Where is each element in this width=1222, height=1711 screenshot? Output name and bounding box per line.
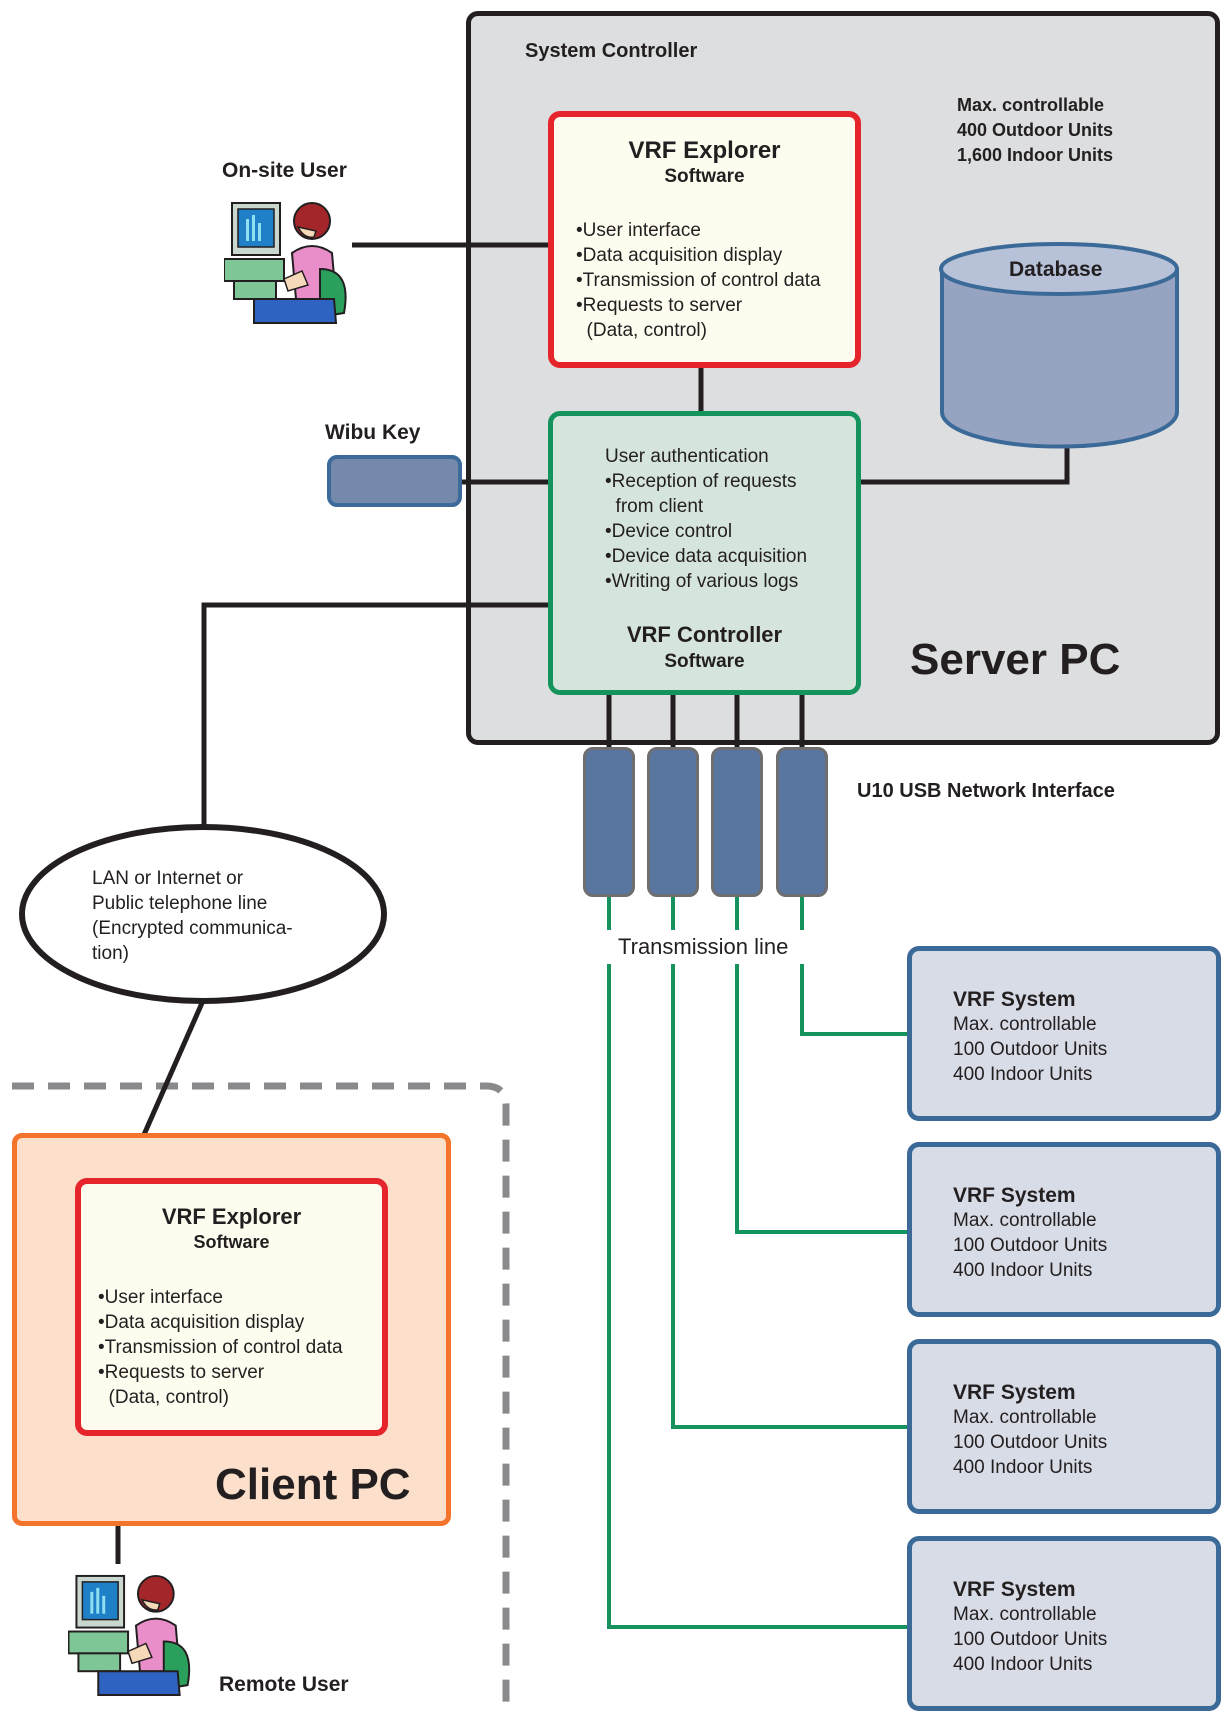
- client-pc-title: Client PC: [215, 1460, 411, 1509]
- server-capacity-line: 400 Outdoor Units: [957, 120, 1114, 140]
- vrf-explorer-server: VRF Explorer Software •User interface •D…: [548, 111, 861, 368]
- network-description: LAN or Internet or Public telephone line…: [92, 866, 293, 966]
- explorer-feature: •Requests to server: [576, 295, 743, 316]
- server-pc-title: Server PC: [910, 635, 1121, 684]
- server-capacity: Max. controllable 400 Outdoor Units 1,60…: [957, 93, 1113, 168]
- vrf-system-line: 400 Indoor Units: [953, 1064, 1093, 1085]
- explorer-feature: •Data acquisition display: [98, 1312, 305, 1333]
- explorer-feature: •Data acquisition display: [576, 245, 783, 266]
- vrf-system-line: 400 Indoor Units: [953, 1654, 1093, 1675]
- vrf-system-title: VRF System: [953, 1381, 1076, 1404]
- usb-interface: [711, 747, 763, 897]
- database-cylinder: [939, 242, 1179, 449]
- vrf-system-text: VRF System Max. controllable 100 Outdoor…: [953, 987, 1107, 1087]
- usb-interface-label: U10 USB Network Interface: [857, 780, 1115, 802]
- remote-user-label: Remote User: [219, 1673, 349, 1696]
- explorer-feature: (Data, control): [576, 320, 707, 341]
- vrf-system-line: Max. controllable: [953, 1604, 1097, 1625]
- vrf-explorer-client: VRF Explorer Software •User interface •D…: [75, 1178, 388, 1436]
- vrf-system-line: Max. controllable: [953, 1014, 1097, 1035]
- vrf-system-text: VRF System Max. controllable 100 Outdoor…: [953, 1577, 1107, 1677]
- wibu-key-label: Wibu Key: [325, 421, 421, 444]
- usb-interface: [647, 747, 699, 897]
- wibu-key-dongle: [327, 455, 462, 507]
- vrf-system-line: 100 Outdoor Units: [953, 1039, 1108, 1060]
- transmission-label-backdrop: [606, 930, 806, 964]
- vrf-system-title: VRF System: [953, 988, 1076, 1011]
- controller-features: User authentication •Reception of reques…: [605, 444, 807, 594]
- explorer-subtitle: Software: [664, 166, 745, 187]
- controller-subtitle: Software: [664, 651, 745, 672]
- vrf-system-line: 100 Outdoor Units: [953, 1235, 1108, 1256]
- vrf-system-line: 400 Indoor Units: [953, 1457, 1093, 1478]
- network-line: Public telephone line: [92, 893, 268, 914]
- explorer-feature: •Transmission of control data: [98, 1337, 343, 1358]
- controller-feature: User authentication: [605, 446, 769, 467]
- explorer-title: VRF Explorer: [628, 137, 781, 164]
- server-capacity-line: 1,600 Indoor Units: [957, 145, 1114, 165]
- vrf-controller: User authentication •Reception of reques…: [548, 411, 861, 695]
- controller-feature: •Device data acquisition: [605, 546, 808, 567]
- explorer-features: •User interface •Data acquisition displa…: [576, 218, 821, 343]
- vrf-system-line: Max. controllable: [953, 1210, 1097, 1231]
- explorer-features: •User interface •Data acquisition displa…: [98, 1285, 343, 1410]
- explorer-title: VRF Explorer: [161, 1204, 302, 1229]
- vrf-system-title: VRF System: [953, 1578, 1076, 1601]
- onsite-user-label: On-site User: [222, 159, 347, 182]
- explorer-subtitle: Software: [193, 1232, 270, 1252]
- explorer-feature: •User interface: [576, 220, 701, 241]
- explorer-feature: (Data, control): [98, 1387, 229, 1408]
- controller-feature: from client: [605, 496, 704, 517]
- usb-interface: [776, 747, 828, 897]
- controller-feature: •Reception of requests: [605, 471, 797, 492]
- vrf-system-line: 400 Indoor Units: [953, 1260, 1093, 1281]
- explorer-feature: •Requests to server: [98, 1362, 265, 1383]
- server-capacity-line: Max. controllable: [957, 95, 1105, 115]
- explorer-feature: •Transmission of control data: [576, 270, 821, 291]
- remote-area-boundary: [12, 1082, 510, 1711]
- usb-interface: [583, 747, 635, 897]
- network-ellipse: [19, 824, 387, 1004]
- onsite-user-computer-icon: [224, 202, 347, 324]
- vrf-system: VRF System Max. controllable 100 Outdoor…: [907, 1339, 1221, 1514]
- explorer-feature: •User interface: [98, 1287, 223, 1308]
- vrf-system-title: VRF System: [953, 1184, 1076, 1207]
- vrf-system: VRF System Max. controllable 100 Outdoor…: [907, 1536, 1221, 1711]
- vrf-system-line: 100 Outdoor Units: [953, 1432, 1108, 1453]
- remote-user-computer-icon: [68, 1574, 191, 1697]
- network-line: LAN or Internet or: [92, 868, 244, 889]
- transmission-line-label: Transmission line: [618, 934, 789, 959]
- vrf-system: VRF System Max. controllable 100 Outdoor…: [907, 946, 1221, 1121]
- controller-feature: •Device control: [605, 521, 733, 542]
- vrf-system-text: VRF System Max. controllable 100 Outdoor…: [953, 1380, 1107, 1480]
- controller-title: VRF Controller: [626, 622, 783, 647]
- network-line: tion): [92, 943, 129, 964]
- vrf-system-text: VRF System Max. controllable 100 Outdoor…: [953, 1183, 1107, 1283]
- system-controller-label: System Controller: [525, 40, 698, 62]
- database-label: Database: [1009, 258, 1103, 281]
- controller-feature: •Writing of various logs: [605, 571, 799, 592]
- vrf-system: VRF System Max. controllable 100 Outdoor…: [907, 1142, 1221, 1317]
- network-line: (Encrypted communica-: [92, 918, 293, 939]
- vrf-system-line: 100 Outdoor Units: [953, 1629, 1108, 1650]
- vrf-system-line: Max. controllable: [953, 1407, 1097, 1428]
